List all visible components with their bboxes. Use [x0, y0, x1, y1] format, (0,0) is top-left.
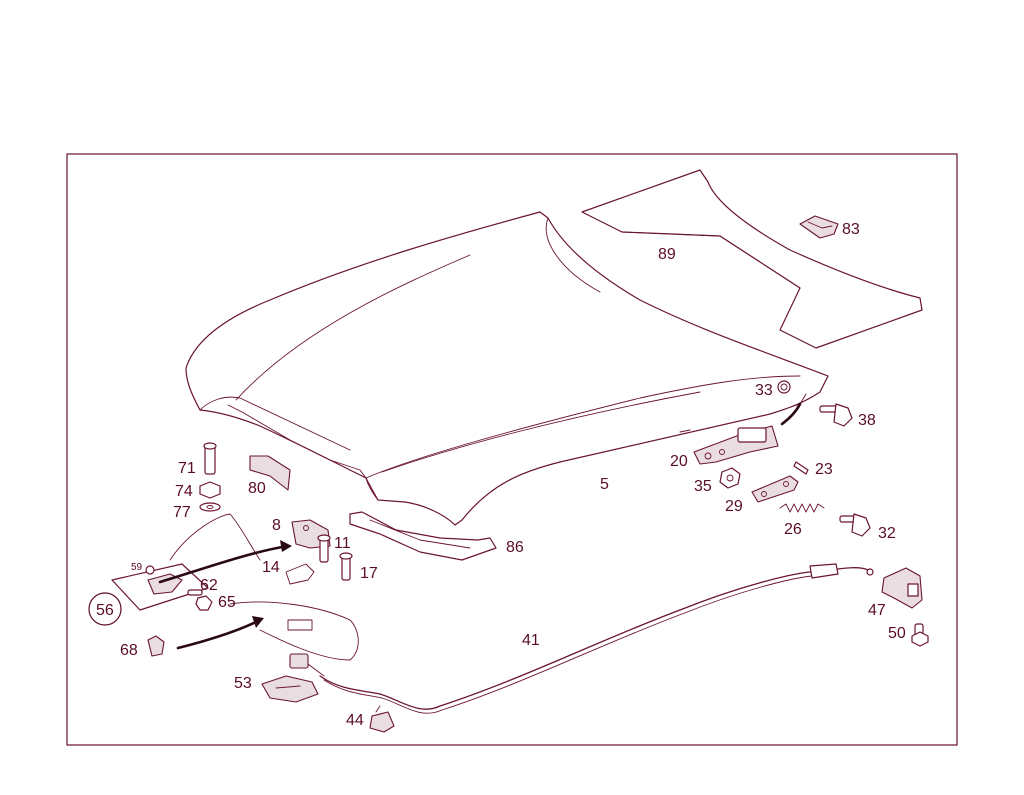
cable-clip: [147, 635, 165, 657]
label-29: 29: [725, 498, 743, 515]
label-77: 77: [173, 504, 191, 521]
insulation-clip: [799, 215, 839, 239]
release-cable: [319, 563, 874, 714]
latch-bracket: [249, 455, 291, 491]
latch-screw: [317, 534, 331, 563]
hood-lock: [881, 567, 923, 609]
label-86: 86: [506, 539, 524, 556]
cable-holder: [369, 705, 395, 733]
label-80: 80: [248, 480, 266, 497]
label-56: 56: [96, 602, 114, 619]
label-47: 47: [868, 602, 886, 619]
label-41: 41: [522, 632, 540, 649]
hinge-arrow: [780, 402, 802, 426]
label-14: 14: [262, 559, 280, 576]
latch-bolt: [339, 552, 353, 581]
hinge-bolt-upper: [819, 403, 853, 427]
label-83: 83: [842, 221, 860, 238]
lock-screw: [911, 623, 929, 647]
buffer-washer: [199, 502, 221, 512]
label-71: 71: [178, 460, 196, 477]
hood-hinge-right: [693, 425, 779, 465]
label-8: 8: [272, 517, 281, 534]
diagram-frame: [66, 153, 958, 746]
label-33: 33: [755, 382, 773, 399]
label-89: 89: [658, 246, 676, 263]
label-62: 62: [200, 577, 218, 594]
hood-panel: [185, 211, 829, 526]
hinge-spring: [779, 503, 825, 513]
label-68: 68: [120, 642, 138, 659]
label-26: 26: [784, 521, 802, 538]
label-20: 20: [670, 453, 688, 470]
arrowhead-latch: [280, 540, 292, 552]
arrow-to-latch: [158, 544, 290, 584]
label-53: 53: [234, 675, 252, 692]
release-handle: [261, 675, 319, 703]
label-32: 32: [878, 525, 896, 542]
latch-pin: [285, 563, 315, 585]
label-23: 23: [815, 461, 833, 478]
label-56-ring: [88, 592, 122, 626]
hinge-bolt-lower: [839, 513, 871, 537]
label-50: 50: [888, 625, 906, 642]
label-59: 59: [131, 562, 143, 573]
front-carrier-panel: [169, 513, 359, 661]
label-11: 11: [334, 535, 351, 552]
arrow-to-carrier: [176, 618, 262, 650]
hinge-nut: [719, 467, 741, 489]
label-74: 74: [175, 483, 193, 500]
label-65: 65: [218, 594, 236, 611]
callout-labels: 5 8 11 14 17 20 23 26 29 32 33 35 38 41 …: [88, 221, 906, 729]
label-44: 44: [346, 712, 364, 729]
rubber-buffer-bolt: [203, 442, 217, 475]
hood-seal-strip: [349, 511, 497, 561]
label-17: 17: [360, 565, 378, 582]
buffer-nut: [199, 481, 221, 499]
hood-insulation-mat: [581, 169, 923, 349]
label-38: 38: [858, 412, 876, 429]
label-35: 35: [694, 478, 712, 495]
hinge-lever: [751, 475, 799, 503]
handle-housing: [289, 653, 325, 677]
arrowhead-carrier: [252, 616, 264, 628]
label-5: 5: [600, 476, 609, 493]
hinge-pin: [793, 461, 809, 475]
